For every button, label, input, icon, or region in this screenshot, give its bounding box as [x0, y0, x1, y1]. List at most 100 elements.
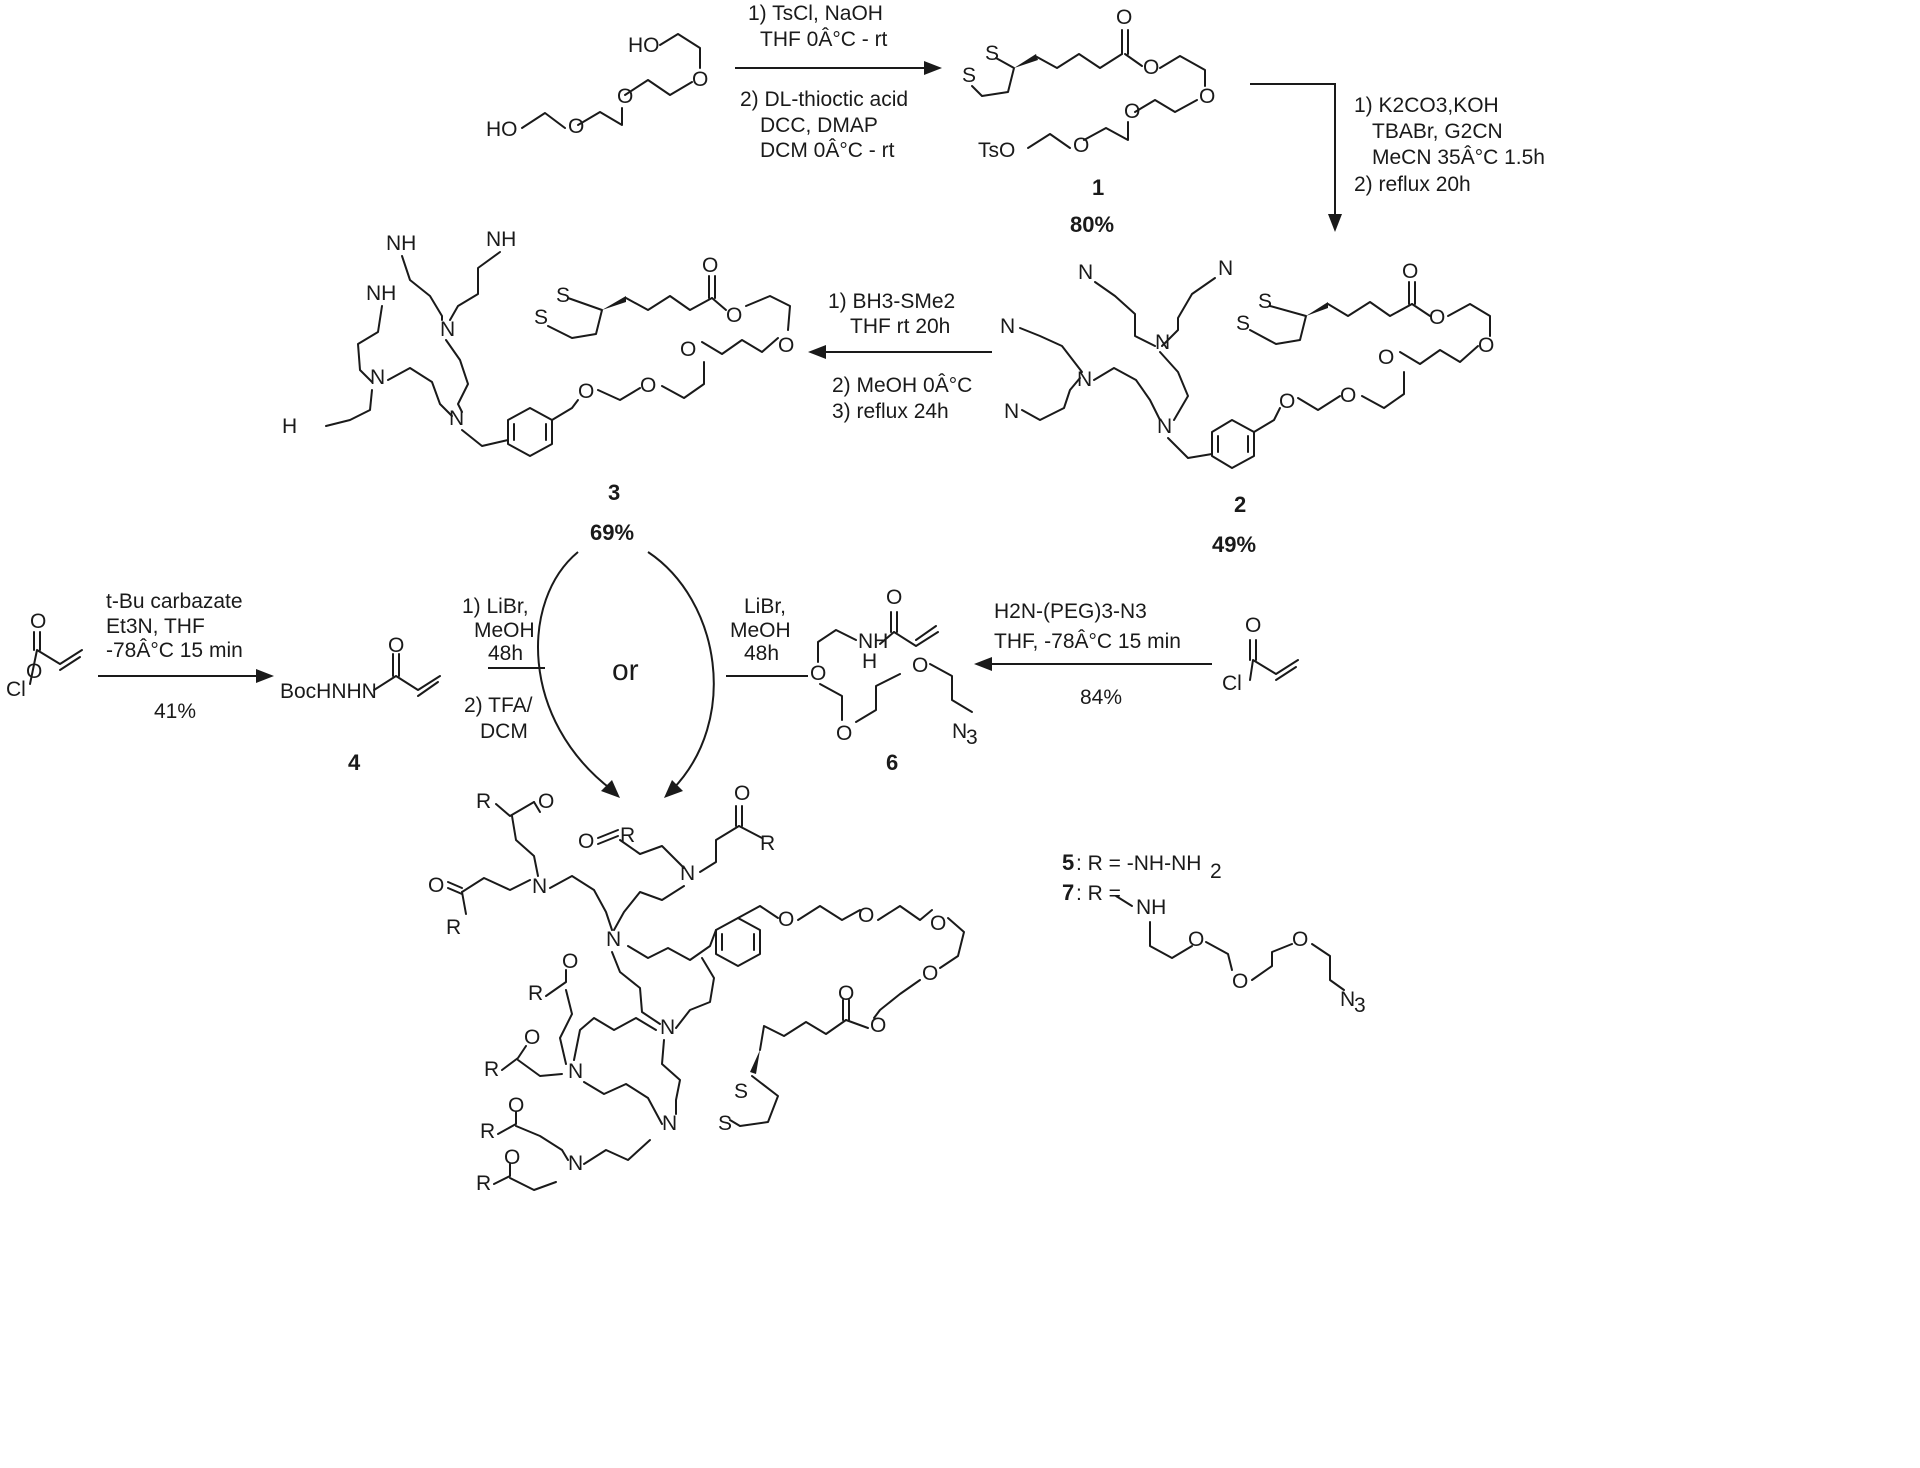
- atom-O-1-c: O: [1073, 134, 1089, 157]
- atom-H-6: H: [862, 650, 877, 673]
- atom-O-acryl-left-carbonyl: O: [30, 610, 46, 633]
- atom-O-7-c: O: [1292, 928, 1308, 951]
- compound-1-structure: S S O O O O O TsO: [962, 6, 1215, 162]
- cond-step2-line2: TBABr, G2CN: [1372, 120, 1503, 143]
- atom-O-d-aryl: O: [778, 908, 794, 931]
- cond-step2-line4: 2) reflux 20h: [1354, 173, 1471, 196]
- legend-7-number: 7: [1062, 880, 1074, 905]
- arrow-step4: [98, 669, 274, 683]
- yield-step6: 84%: [1080, 686, 1122, 709]
- atom-NH-7: NH: [1136, 896, 1166, 919]
- atom-O-1-a: O: [1199, 85, 1215, 108]
- atom-O-1-b: O: [1124, 100, 1140, 123]
- atom-O-4: O: [388, 634, 404, 657]
- atom-TsO: TsO: [978, 139, 1015, 162]
- atom-H2N-3: H: [282, 415, 297, 438]
- atom-S-2b: S: [1236, 312, 1250, 335]
- atom-HO-top: HO: [628, 34, 660, 57]
- cond-step4-line2: Et3N, THF: [106, 615, 205, 638]
- atom-R-7: R: [480, 1120, 495, 1143]
- atom-O-3-carbonyl: O: [702, 254, 718, 277]
- atom-O-d10: O: [562, 950, 578, 973]
- cond-step3-line1: 1) BH3-SMe2: [828, 290, 955, 313]
- atom-R-1: R: [476, 790, 491, 813]
- atom-N-nitrile-1: N: [1078, 261, 1093, 284]
- conditions-step5-left: 1) LiBr, MeOH 48h 2) TFA/ DCM: [462, 595, 535, 743]
- atom-O-d11: O: [524, 1026, 540, 1049]
- atom-O-2-b: O: [1378, 346, 1394, 369]
- atom-O-d2: O: [428, 874, 444, 897]
- atom-O-d9: O: [838, 982, 854, 1005]
- compound-2-yield: 49%: [1212, 532, 1256, 557]
- cond-step1-line3: 2) DL-thioctic acid: [740, 88, 908, 111]
- atom-N-d-core: N: [606, 928, 621, 951]
- atom-N-nitrile-3: N: [1000, 315, 1015, 338]
- curved-arrows: [488, 551, 808, 798]
- atom-O-d5: O: [858, 904, 874, 927]
- atom-O-6-c: O: [912, 654, 928, 677]
- cond-step3-line2: THF rt 20h: [850, 315, 950, 338]
- compound-1-number: 1: [1092, 175, 1104, 200]
- atom-O-d13: O: [504, 1146, 520, 1169]
- atom-S-d1: S: [734, 1080, 748, 1103]
- conditions-step6: H2N-(PEG)3-N3 THF, -78Â°C 15 min 84%: [994, 600, 1181, 709]
- conditions-step2: 1) K2CO3,KOH TBABr, G2CN MeCN 35Â°C 1.5h…: [1354, 94, 1545, 196]
- arrow-step2: [1250, 83, 1342, 232]
- cond-step6-line2: THF, -78Â°C 15 min: [994, 630, 1181, 653]
- atom-R-8: R: [476, 1172, 491, 1195]
- atom-S-d2: S: [718, 1112, 732, 1135]
- compound-3-yield: 69%: [590, 520, 634, 545]
- atom-NH2-3b: NH: [486, 228, 516, 251]
- compound-6-structure: O NH H O O O N 3: [810, 586, 978, 749]
- cond-step2-line3: MeCN 35Â°C 1.5h: [1372, 146, 1545, 169]
- atom-N-3b: N: [370, 366, 385, 389]
- atom-O-1: O: [692, 68, 708, 91]
- atom-O-d1: O: [538, 790, 554, 813]
- atom-O-d7: O: [922, 962, 938, 985]
- tetraethylene-glycol-structure: HO O O O HO: [486, 33, 708, 141]
- atom-O-7-b: O: [1232, 970, 1248, 993]
- cond-step3-line3: 2) MeOH 0Â°C: [832, 374, 972, 397]
- compound-1-yield: 80%: [1070, 212, 1114, 237]
- atom-O-2-aryl: O: [1279, 390, 1295, 413]
- atom-S-2a: S: [1258, 290, 1272, 313]
- compound-6-number: 6: [886, 750, 898, 775]
- legend-5-number: 5: [1062, 850, 1074, 875]
- atom-Cl-left: Cl: [6, 678, 26, 701]
- atom-O-2: O: [617, 85, 633, 108]
- cond-step4-line3: -78Â°C 15 min: [106, 639, 243, 662]
- atom-O-d12: O: [508, 1094, 524, 1117]
- atom-NH2-3a: NH: [386, 232, 416, 255]
- conditions-step4: t-Bu carbazate Et3N, THF -78Â°C 15 min 4…: [106, 590, 243, 723]
- cond-step1-line2: THF 0Â°C - rt: [760, 28, 888, 51]
- atom-S-3b: S: [534, 306, 548, 329]
- atom-N3-7: N: [1340, 988, 1355, 1011]
- atom-N-3a: N: [440, 318, 455, 341]
- atom-O-d3: O: [578, 830, 594, 853]
- atom-N-d2: N: [680, 862, 695, 885]
- atom-N3-7-sub: 3: [1354, 994, 1366, 1017]
- atom-O-1-carbonyl: O: [1116, 6, 1132, 29]
- arrow-step3: [808, 345, 992, 359]
- atom-O-6-a: O: [810, 662, 826, 685]
- atom-O-3-c: O: [778, 334, 794, 357]
- atom-NH2-3c: NH: [366, 282, 396, 305]
- atom-O-2-a: O: [1340, 384, 1356, 407]
- atom-R-6: R: [484, 1058, 499, 1081]
- atom-O-acryl-left: O: [26, 660, 42, 683]
- atom-N-d5: N: [568, 1060, 583, 1083]
- compound-2-structure: N N N N N N N O O O O O O S S: [1000, 257, 1494, 469]
- atom-N-3c: N: [449, 407, 464, 430]
- cond-step3-line4: 3) reflux 24h: [832, 400, 949, 423]
- conditions-step5-right: LiBr, MeOH 48h: [730, 595, 791, 665]
- cond-step5-right-line2: MeOH: [730, 619, 791, 642]
- atom-O-d8: O: [870, 1014, 886, 1037]
- atom-R-4: R: [760, 832, 775, 855]
- cond-step5-left-line4: 2) TFA/: [464, 694, 533, 717]
- compound-4-structure: BocHNHN O: [280, 634, 441, 703]
- atom-N-d6: N: [568, 1152, 583, 1175]
- cond-step1-line1: 1) TsCl, NaOH: [748, 2, 883, 25]
- acryloyl-chloride-left: O O Cl: [6, 610, 83, 701]
- atom-O-3-a: O: [640, 374, 656, 397]
- cond-step2-line1: 1) K2CO3,KOH: [1354, 94, 1499, 117]
